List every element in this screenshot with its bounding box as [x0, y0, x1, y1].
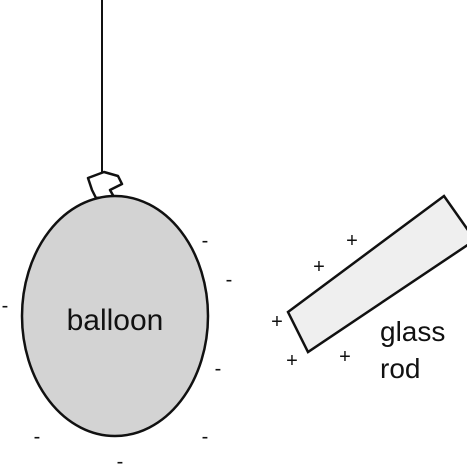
negative-charge: -: [226, 269, 233, 291]
balloon-label: balloon: [67, 304, 164, 337]
positive-charge: +: [271, 311, 283, 333]
positive-charge: +: [313, 256, 325, 278]
negative-charge: -: [117, 451, 124, 467]
negative-charge: -: [215, 358, 222, 380]
negative-charge: -: [202, 230, 209, 252]
negative-charge: -: [2, 295, 9, 317]
negative-charge: -: [34, 426, 41, 448]
positive-charge: +: [346, 230, 358, 252]
balloon: [20, 194, 210, 438]
negative-charge: -: [202, 426, 209, 448]
positive-charge: +: [286, 350, 298, 372]
rod-label-line2: rod: [380, 353, 420, 384]
glass-rod: [286, 194, 467, 354]
rod-label-line1: glass: [380, 316, 445, 347]
positive-charge: +: [339, 346, 351, 368]
balloon-knot: [86, 170, 124, 200]
